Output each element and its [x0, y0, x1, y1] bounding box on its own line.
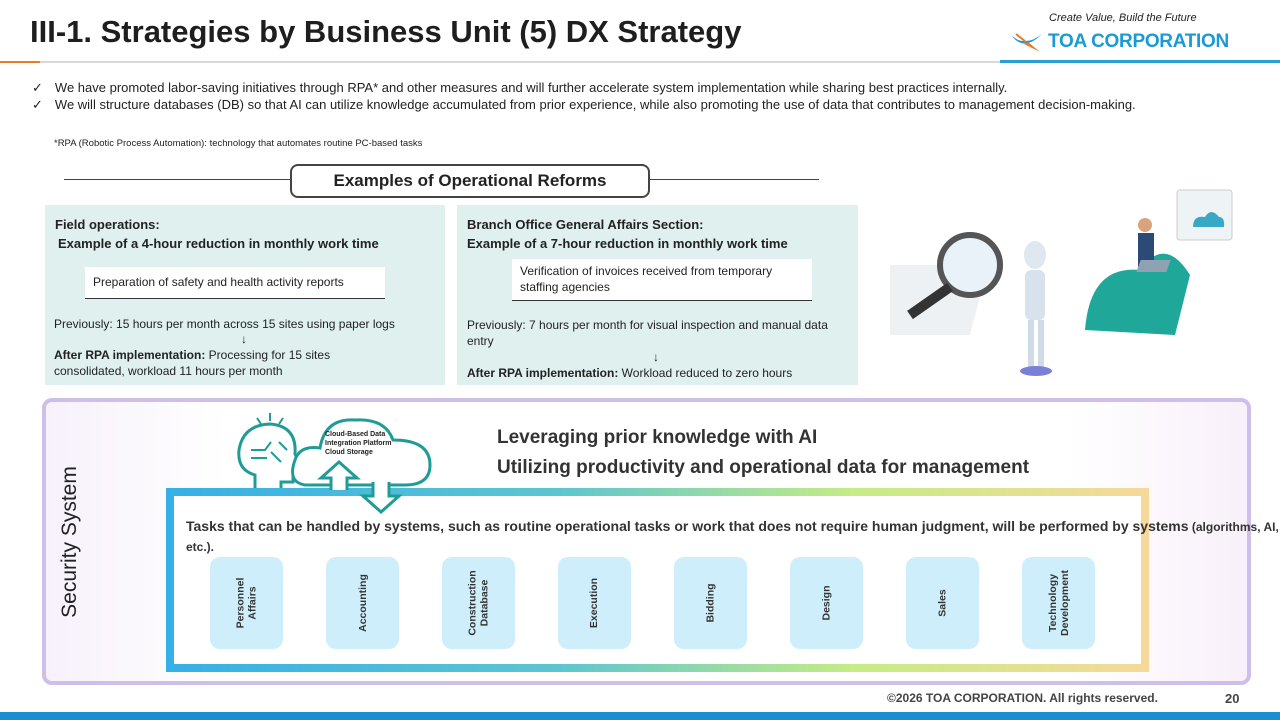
down-arrow-icon: ↓	[653, 350, 659, 364]
copyright: ©2026 TOA CORPORATION. All rights reserv…	[887, 691, 1158, 705]
before-text: Previously: 15 hours per month across 15…	[54, 317, 395, 331]
panel-heading: Field operations:	[55, 217, 160, 232]
ai-cloud-icons	[237, 413, 432, 515]
bird-logo-icon	[1012, 33, 1042, 52]
section-title: Examples of Operational Reforms	[290, 164, 650, 198]
tasks-paren: (algorithms, AI, etc.).	[186, 520, 1279, 554]
ai-illustration	[890, 189, 1233, 376]
unit-tile: Bidding	[674, 557, 747, 649]
unit-tile: Accounting	[326, 557, 399, 649]
unit-label: Bidding	[704, 583, 717, 623]
after-value: Workload reduced to zero hours	[618, 366, 793, 380]
unit-label: Technology Development	[1046, 570, 1071, 636]
tagline: Create Value, Build the Future	[1049, 12, 1197, 24]
header-divider	[0, 61, 1280, 63]
after-label: After RPA implementation:	[467, 366, 619, 380]
page-number: 20	[1225, 691, 1240, 706]
example-panel-field: Field operations: Example of a 4-hour re…	[45, 205, 445, 385]
security-system-label: Security System	[58, 466, 81, 618]
after-value: Processing for 15 sites consolidated, wo…	[54, 348, 331, 378]
upload-arrow-icon	[317, 459, 361, 490]
ai-head-icon	[237, 413, 304, 488]
download-arrow-icon	[359, 482, 403, 515]
task-label: Preparation of safety and health activit…	[85, 267, 385, 299]
unit-tile: Construction Database	[442, 557, 515, 649]
unit-tile: Sales	[906, 557, 979, 649]
down-arrow-icon: ↓	[241, 332, 247, 346]
unit-tile: Design	[790, 557, 863, 649]
bullet-text: We will structure databases (DB) so that…	[54, 97, 1136, 112]
ai-heading: Leveraging prior knowledge with AI	[497, 427, 818, 448]
panel-subheading: Example of a 7-hour reduction in monthly…	[467, 236, 788, 251]
header-accent-line	[1000, 60, 1280, 63]
cloud-icon	[291, 418, 432, 487]
after-label: After RPA implementation:	[54, 348, 206, 362]
header-accent-orange	[0, 61, 40, 63]
example-panel-branch: Branch Office General Affairs Section: E…	[457, 205, 858, 385]
after-text: After RPA implementation: Workload reduc…	[467, 365, 792, 381]
logo-text: TOA CORPORATION	[1048, 31, 1229, 52]
bullet-2: ✓ We will structure databases (DB) so tha…	[32, 96, 1232, 113]
unit-label: Accounting	[356, 574, 369, 632]
rpa-footnote: *RPA (Robotic Process Automation): techn…	[54, 138, 423, 149]
unit-tile: Execution	[558, 557, 631, 649]
after-text: After RPA implementation: Processing for…	[54, 347, 384, 379]
before-text: Previously: 7 hours per month for visual…	[467, 318, 828, 348]
bullet-text: We have promoted labor-saving initiative…	[54, 80, 1008, 95]
unit-label: Design	[820, 585, 833, 621]
page-title: III-1. Strategies by Business Unit (5) D…	[30, 14, 742, 49]
tasks-bold: Tasks that can be handled by systems, su…	[186, 518, 1189, 534]
cloud-label: Cloud-Based Data Integration Platform Cl…	[325, 431, 392, 456]
check-icon: ✓	[32, 80, 43, 95]
panel-subheading: Example of a 4-hour reduction in monthly…	[58, 236, 379, 251]
bullet-1: ✓ We have promoted labor-saving initiativ…	[32, 79, 1232, 96]
unit-tile: Technology Development	[1022, 557, 1095, 649]
unit-tile: Personnel Affairs	[210, 557, 283, 649]
company-logo: TOA CORPORATION	[1010, 30, 1229, 54]
unit-label: Construction Database	[466, 570, 491, 636]
data-heading: Utilizing productivity and operational d…	[497, 457, 1030, 478]
panel-heading: Branch Office General Affairs Section:	[467, 217, 704, 232]
unit-label: Execution	[588, 577, 601, 629]
check-icon: ✓	[32, 97, 43, 112]
task-label: Verification of invoices received from t…	[512, 259, 812, 301]
footer-bar	[0, 712, 1280, 720]
systems-tasks-text: Tasks that can be handled by systems, su…	[186, 517, 1280, 557]
unit-label: Sales	[936, 589, 949, 617]
unit-label: Personnel Affairs	[234, 577, 259, 629]
